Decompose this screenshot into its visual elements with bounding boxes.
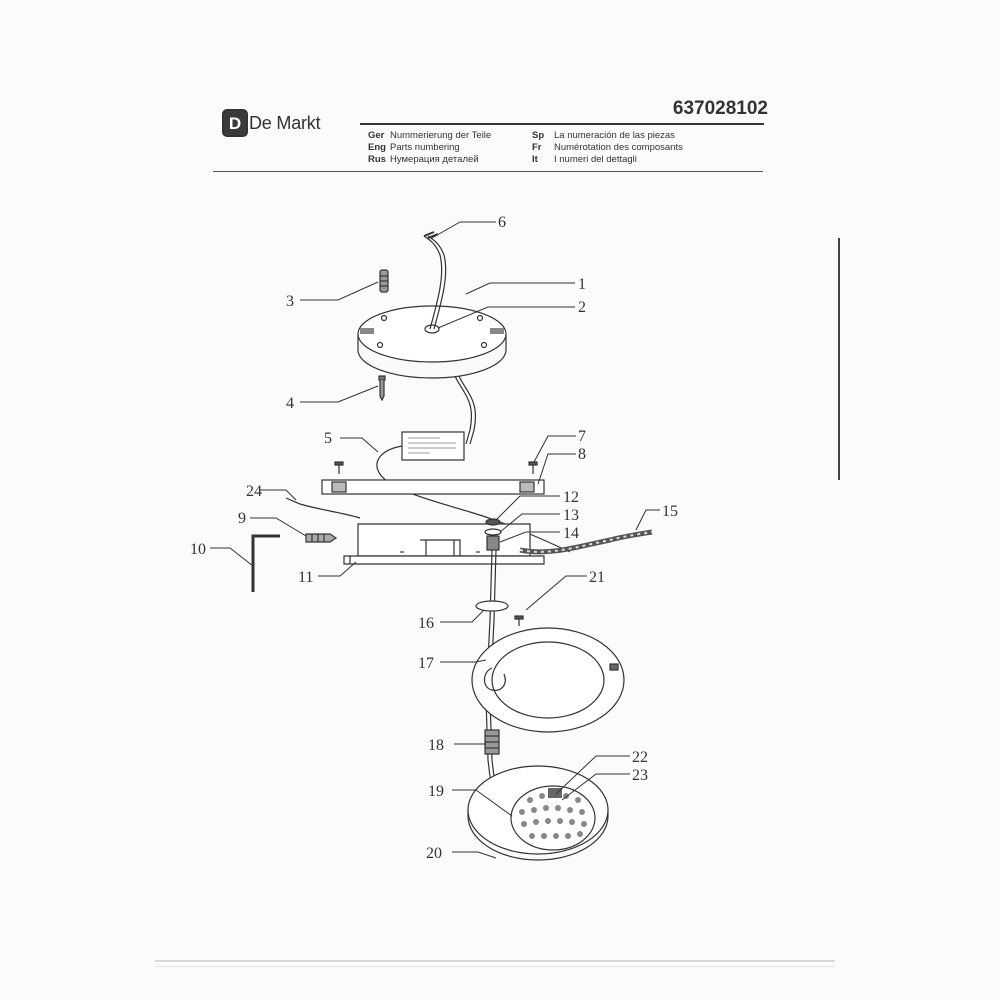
callout-14: 14 — [563, 525, 579, 542]
callout-1: 1 — [578, 276, 586, 293]
callout-17: 17 — [418, 655, 434, 672]
mounting-bracket — [321, 479, 545, 495]
page-edge-shadow — [838, 238, 840, 480]
callout-19: 19 — [428, 783, 444, 800]
anchor-plug — [305, 533, 338, 543]
document-number: 637028102 — [672, 98, 768, 119]
callout-9: 9 — [238, 510, 246, 527]
lamp-housing — [343, 523, 545, 565]
supply-wire — [423, 235, 443, 330]
callout-21: 21 — [589, 569, 605, 586]
leader-lines — [210, 221, 660, 859]
page-bottom-edge-2 — [155, 966, 835, 967]
callout-18: 18 — [428, 737, 444, 754]
callout-16: 16 — [418, 615, 434, 632]
callout-24: 24 — [246, 483, 262, 500]
ring-frame — [471, 627, 625, 733]
callout-22: 22 — [632, 749, 648, 766]
panel-terminal — [548, 788, 562, 798]
header-rule-bottom — [213, 171, 763, 172]
cable-gland-stack — [484, 518, 502, 551]
brand-name: De Markt — [249, 112, 321, 133]
led-driver — [401, 431, 465, 461]
frame-screw — [514, 615, 524, 626]
callout-12: 12 — [563, 489, 579, 506]
brand-logo-icon: D — [222, 109, 248, 137]
callout-2: 2 — [578, 299, 586, 316]
callout-13: 13 — [563, 507, 579, 524]
callout-15: 15 — [662, 503, 678, 520]
callout-numbers: 6 1 2 3 4 5 7 8 24 9 10 11 12 13 14 15 2… — [190, 214, 678, 862]
hex-key — [251, 534, 280, 592]
callout-10: 10 — [190, 541, 206, 558]
mounting-screw — [378, 375, 386, 402]
callout-8: 8 — [578, 446, 586, 463]
callout-6: 6 — [498, 214, 506, 231]
callout-3: 3 — [286, 293, 294, 310]
sealing-ring — [475, 600, 509, 612]
led-panel — [467, 765, 609, 861]
cable-connector — [484, 729, 500, 755]
bracket-screws — [334, 461, 538, 474]
callout-4: 4 — [286, 395, 294, 412]
callout-11: 11 — [298, 569, 313, 586]
led-chips — [519, 791, 587, 839]
callout-20: 20 — [426, 845, 442, 862]
ceiling-base-disc — [357, 305, 507, 379]
page-bottom-edge — [155, 960, 835, 962]
callout-23: 23 — [632, 767, 648, 784]
header-rule-top — [360, 123, 764, 125]
callout-7: 7 — [578, 428, 586, 445]
wall-plug — [379, 269, 389, 293]
callout-5: 5 — [324, 430, 332, 447]
brand-logo: D De Markt — [222, 109, 321, 137]
